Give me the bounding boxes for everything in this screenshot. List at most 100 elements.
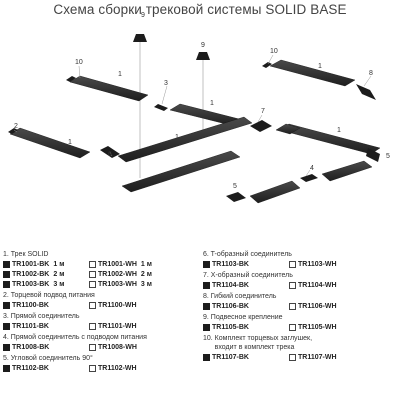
connector-flex	[356, 84, 376, 100]
track-right-upper	[275, 123, 301, 135]
black-swatch-icon	[203, 353, 210, 361]
track-lower-diagonal	[121, 150, 241, 193]
black-swatch-icon	[3, 280, 10, 288]
article-code: TR1107-BK	[212, 353, 249, 361]
article-code: TR1008-WH	[98, 343, 137, 351]
callout-6: 6	[108, 151, 112, 158]
article-code: TR1003-WH	[98, 280, 137, 288]
white-swatch-icon	[89, 260, 96, 268]
callout-1: 1	[318, 63, 322, 70]
legend-row: TR1102-BK TR1102-WH	[3, 363, 179, 373]
black-swatch-icon	[203, 302, 210, 310]
legend-row: TR1107-BK TR1107-WH	[203, 352, 379, 362]
legend-item: TR1104-BK	[203, 281, 289, 290]
article-length: 1 м	[140, 260, 152, 268]
callout-1: 1	[118, 71, 122, 78]
legend-item: TR1103-WH	[289, 260, 379, 269]
legend-item: TR1008-BK	[3, 343, 89, 352]
article-code: TR1002-WH	[98, 270, 137, 278]
article-length: 3 м	[53, 280, 65, 288]
legend-item: TR1105-BK	[203, 323, 289, 332]
article-code: TR1103-WH	[298, 260, 337, 268]
legend-heading: 4. Прямой соединитель с подводом питания	[3, 334, 147, 341]
track-top-left	[69, 75, 149, 102]
article-code: TR1003-BK	[12, 280, 50, 288]
track-right-short	[321, 160, 373, 182]
legend-row: TR1104-BK TR1104-WH	[203, 280, 379, 290]
tracks	[9, 59, 381, 204]
callout-numbers: 9 9 10 10 1 1 1 1 1 1 2 3 4 5 5 6 7 8	[14, 12, 390, 190]
article-code: TR1102-WH	[98, 364, 137, 372]
connectors	[8, 62, 380, 202]
white-swatch-icon	[89, 280, 96, 288]
page-title: Схема сборки трековой системы SOLID BASE	[53, 2, 347, 17]
callout-1: 1	[210, 100, 214, 107]
callout-9: 9	[141, 12, 145, 19]
legend-item: TR1008-WH	[89, 343, 179, 352]
article-code: TR1106-WH	[298, 302, 337, 310]
callout-1: 1	[175, 134, 179, 141]
white-swatch-icon	[289, 353, 296, 361]
article-code: TR1106-BK	[212, 302, 249, 310]
article-code: TR1101-WH	[98, 322, 137, 330]
black-swatch-icon	[3, 260, 10, 268]
callout-3: 3	[164, 80, 168, 87]
legend-item: TR1102-WH	[89, 364, 179, 373]
legend-heading: 5. Угловой соединитель 90°	[3, 355, 93, 362]
article-code: TR1001-WH	[98, 260, 137, 268]
black-swatch-icon	[3, 270, 10, 278]
legend-item: TR1107-WH	[289, 353, 379, 362]
end-cap	[66, 76, 76, 82]
callout-1: 1	[68, 139, 72, 146]
legend-row: TR1105-BK TR1105-WH	[203, 322, 379, 332]
black-swatch-icon	[3, 301, 10, 309]
article-code: TR1100-WH	[98, 301, 137, 309]
article-code: TR1002-BK	[12, 270, 50, 278]
legend-item: TR1106-WH	[289, 302, 379, 311]
article-code: TR1001-BK	[12, 260, 50, 268]
track-main-diagonal	[117, 116, 253, 163]
assembly-diagram: 9 9 10 10 1 1 1 1 1 1 2 3 4 5 5 6 7 8	[8, 12, 390, 204]
legend-row: TR1106-BK TR1106-WH	[203, 301, 379, 311]
article-code: TR1104-WH	[298, 281, 337, 289]
legend-heading: 3. Прямой соединитель	[3, 313, 80, 320]
track-bottom-right	[249, 180, 301, 204]
legend-item: TR1105-WH	[289, 323, 379, 332]
ceiling-mount-icon	[196, 52, 210, 60]
article-code: TR1105-WH	[298, 323, 337, 331]
white-swatch-icon	[289, 302, 296, 310]
callout-1: 1	[337, 127, 341, 134]
black-swatch-icon	[203, 260, 210, 268]
article-length: 1 м	[53, 260, 65, 268]
leader-lines	[13, 54, 372, 177]
legend-heading: 9. Подвесное крепление	[203, 314, 283, 321]
callout-10: 10	[75, 59, 83, 66]
ceiling-mount-icon	[133, 34, 147, 42]
legend-row: TR1103-BK TR1103-WH	[203, 259, 379, 269]
callout-10: 10	[270, 48, 278, 55]
callout-5: 5	[233, 183, 237, 190]
connector-straight	[154, 104, 168, 111]
legend-item: TR1102-BK	[3, 364, 89, 373]
white-swatch-icon	[289, 281, 296, 289]
legend-item: TR1106-BK	[203, 302, 289, 311]
legend-row: TR1008-BK TR1008-WH	[3, 342, 179, 352]
legend-item: TR1101-WH	[89, 322, 179, 331]
article-length: 3 м	[140, 280, 152, 288]
black-swatch-icon	[3, 343, 10, 351]
connector-x	[250, 120, 272, 132]
black-swatch-icon	[203, 281, 210, 289]
connector-corner	[366, 148, 380, 162]
article-length: 2 м	[53, 270, 65, 278]
article-code: TR1105-BK	[212, 323, 249, 331]
legend-item: TR1103-BK	[203, 260, 289, 269]
legend-heading: 8. Гибкий соединитель	[203, 293, 277, 300]
